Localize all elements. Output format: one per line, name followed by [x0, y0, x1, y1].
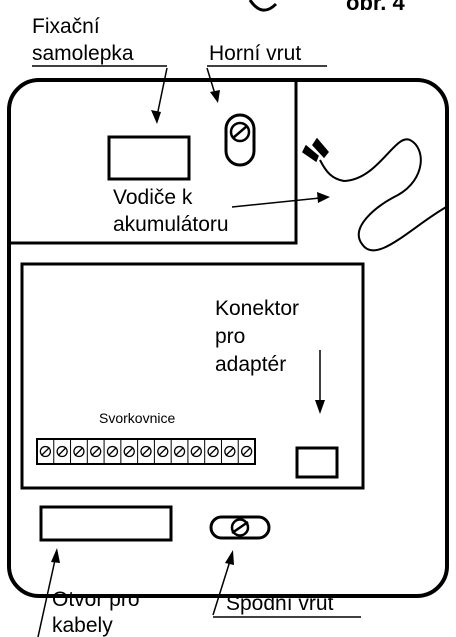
label-horni-vrut: Horní vrut — [209, 42, 301, 65]
terminal-screw — [90, 445, 102, 458]
label-konektor-line3: adaptér — [215, 353, 286, 376]
main-board — [20, 262, 365, 490]
label-fixacni-line2: samolepka — [32, 42, 134, 65]
arrow-vodice-head — [317, 192, 330, 203]
label-spodni-vrut: Spodní vrut — [226, 592, 334, 615]
label-lower-screw: Spodní vrut — [212, 550, 361, 618]
upper-screw-head — [229, 121, 251, 143]
terminal-screw — [39, 445, 52, 458]
terminal-screw-slit — [40, 447, 50, 456]
label-upper-screw: Horní vrut — [206, 42, 327, 103]
terminal-block — [36, 438, 256, 465]
cable-opening — [39, 505, 173, 542]
arrow-horni-head — [210, 90, 220, 103]
label-svorkovnice: Svorkovnice — [99, 410, 175, 426]
label-vodice-line1: Vodiče k — [113, 186, 193, 209]
terminal-screw — [157, 445, 169, 458]
battery-wire-cable — [319, 138, 449, 252]
terminal-screw-slit — [124, 447, 134, 456]
arrow-otvor-head — [51, 548, 60, 563]
terminal-screw-slit — [57, 447, 67, 456]
terminal-screw-slit — [91, 447, 101, 456]
upper-screw-slit — [232, 125, 248, 139]
terminal-screw-slit — [108, 447, 117, 456]
battery-wire-clip-2 — [312, 137, 329, 159]
upper-compartment — [11, 80, 298, 245]
terminal-screw-slit — [158, 447, 168, 456]
arrow-horni-line — [206, 67, 216, 95]
label-konektor-line2: pro — [215, 325, 245, 348]
arrow-otvor-line — [37, 559, 56, 637]
terminal-screw — [106, 445, 119, 458]
terminal-block-frame — [36, 438, 256, 465]
partial-header-text: obr. 4 — [346, 0, 405, 15]
label-adapter-connector: Konektor pro adaptér — [215, 297, 325, 414]
terminal-screw — [173, 445, 186, 458]
arrow-spodni-head — [225, 550, 234, 565]
terminal-screw — [73, 445, 85, 458]
lower-screw — [209, 515, 271, 540]
terminal-screw — [123, 445, 135, 458]
enclosure-outline — [7, 78, 449, 598]
terminal-screw — [190, 445, 202, 458]
battery-wires — [302, 137, 449, 252]
label-otvor-line2: kabely — [52, 614, 113, 637]
fixation-sticker — [107, 135, 191, 181]
arrow-fixacni-line — [156, 67, 168, 117]
label-fixation-sticker: Fixační samolepka — [32, 15, 168, 124]
label-vodice-line2: akumulátoru — [113, 213, 229, 236]
partial-glyph — [248, 0, 278, 12]
terminal-screw-slit — [191, 447, 201, 456]
adapter-connector — [295, 446, 339, 479]
terminal-screw-slit — [74, 447, 84, 456]
lower-screw-slot — [209, 515, 271, 540]
partial-header: obr. 4 — [248, 0, 405, 15]
lower-screw-head — [230, 518, 250, 537]
arrow-vodice-line — [231, 197, 321, 208]
arrow-konektor-head — [315, 400, 325, 414]
terminal-screw — [140, 445, 152, 458]
terminal-screw — [207, 445, 219, 458]
label-battery-wires: Vodiče k akumulátoru — [113, 186, 330, 236]
terminal-screw-slit — [208, 447, 218, 456]
terminal-screw-slit — [175, 447, 184, 456]
terminal-screw — [240, 445, 253, 458]
upper-screw-slot — [224, 113, 256, 167]
terminal-screw — [56, 445, 68, 458]
label-otvor-line1: Otvor pro — [52, 588, 140, 611]
label-cable-opening: Otvor pro kabely — [37, 548, 140, 637]
terminal-screw-slit — [242, 447, 252, 456]
upper-screw — [224, 113, 256, 167]
terminal-screw — [224, 445, 236, 458]
label-fixacni-line1: Fixační — [32, 15, 100, 38]
terminal-screw-slit — [141, 447, 151, 456]
arrow-fixacni-head — [151, 110, 161, 124]
terminal-screw-slit — [225, 447, 235, 456]
label-konektor-line1: Konektor — [215, 297, 299, 320]
lower-screw-slit — [231, 520, 249, 535]
battery-wire-clip-1 — [302, 144, 319, 163]
arrow-spodni-line — [212, 560, 231, 616]
